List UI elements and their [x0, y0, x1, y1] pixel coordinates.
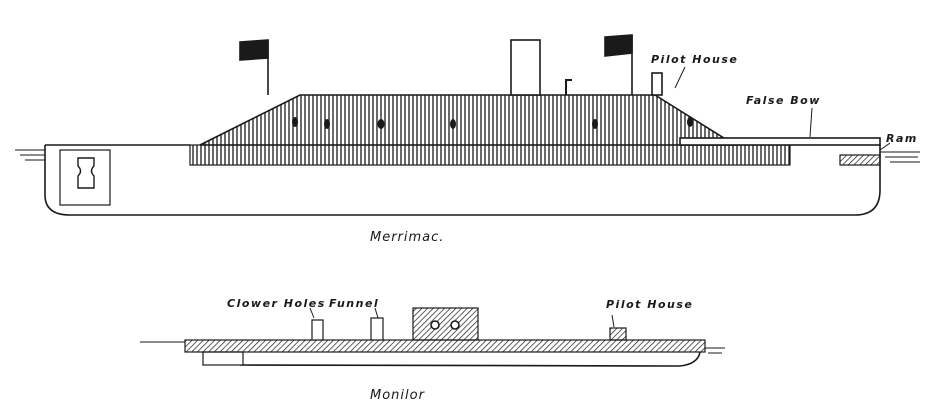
label-false-bow: False Bow	[746, 94, 821, 107]
gun-ports	[292, 117, 693, 129]
pointer-pilot-house	[674, 66, 686, 89]
casemate	[199, 94, 738, 146]
caption-monitor: Monilor	[370, 388, 425, 403]
label-monitor-pilot-house: Pilot House	[606, 298, 694, 311]
pilot-house	[609, 327, 627, 341]
blower-hole	[311, 319, 324, 341]
flag	[239, 39, 269, 61]
monitor-hull	[239, 351, 701, 367]
stern-box	[202, 351, 244, 366]
pointer-false-bow	[809, 107, 813, 138]
merrimac	[15, 34, 920, 216]
pointer-ram	[879, 142, 891, 151]
propeller	[77, 157, 95, 189]
water-lines	[15, 149, 920, 163]
false-bow	[679, 137, 881, 146]
label-funnel: Funnel	[329, 297, 380, 310]
pilot-house-stub	[651, 72, 663, 96]
label-ram: Ram	[886, 132, 918, 145]
turret	[412, 307, 479, 341]
rudder-box	[59, 149, 111, 206]
funnel	[510, 39, 541, 96]
label-blower-holes: Clower Holes	[227, 297, 326, 310]
caption-merrimac: Merrimac.	[370, 230, 445, 245]
funnel	[370, 317, 384, 341]
flag	[604, 34, 633, 57]
armor-belt	[189, 144, 791, 166]
label-merrimac-pilot-house: Pilot House	[651, 53, 739, 66]
vent	[565, 79, 572, 95]
monitor	[140, 307, 725, 367]
ram	[839, 154, 881, 166]
monitor-deck	[184, 339, 706, 353]
